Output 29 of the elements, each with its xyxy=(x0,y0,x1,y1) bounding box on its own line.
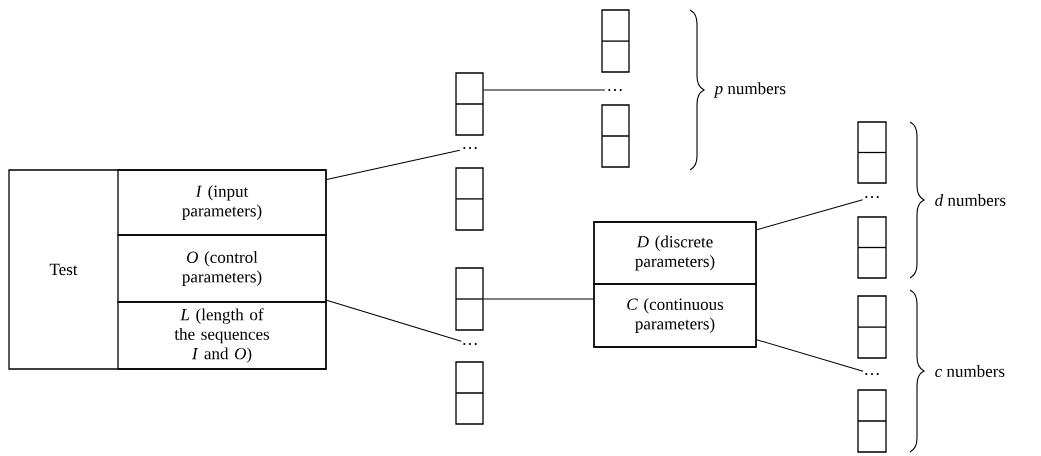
connector-line xyxy=(326,299,462,342)
number-cells xyxy=(455,167,484,231)
brace-label: d numbers xyxy=(935,194,1006,206)
number-cells xyxy=(455,72,484,136)
number-cells xyxy=(601,104,630,168)
number-cells xyxy=(857,389,887,453)
table-cell: O (control parameters) xyxy=(117,234,327,303)
connector-line xyxy=(756,199,864,231)
connector-line xyxy=(483,298,594,300)
brace-label: c numbers xyxy=(935,365,1005,377)
table-cell: I (input parameters) xyxy=(117,169,327,236)
table-cell: L (length of the sequences I and O) xyxy=(117,301,327,370)
ellipsis: … xyxy=(463,343,477,345)
ellipsis: … xyxy=(865,373,879,375)
ellipsis: … xyxy=(865,196,879,198)
connector-line xyxy=(326,149,461,181)
number-cells xyxy=(857,295,887,359)
number-cells xyxy=(857,121,887,184)
table-cell: D (discrete parameters) xyxy=(593,221,757,285)
table-cell: C (continuous parameters) xyxy=(593,283,757,348)
number-cells xyxy=(455,267,484,331)
connector-line xyxy=(483,89,606,91)
ellipsis: … xyxy=(463,147,477,149)
number-cells xyxy=(455,361,484,425)
number-cells xyxy=(857,216,887,279)
number-cells xyxy=(601,9,630,73)
connector-line xyxy=(756,339,864,372)
brace-label: p numbers xyxy=(713,82,786,98)
ellipsis: … xyxy=(608,89,622,91)
